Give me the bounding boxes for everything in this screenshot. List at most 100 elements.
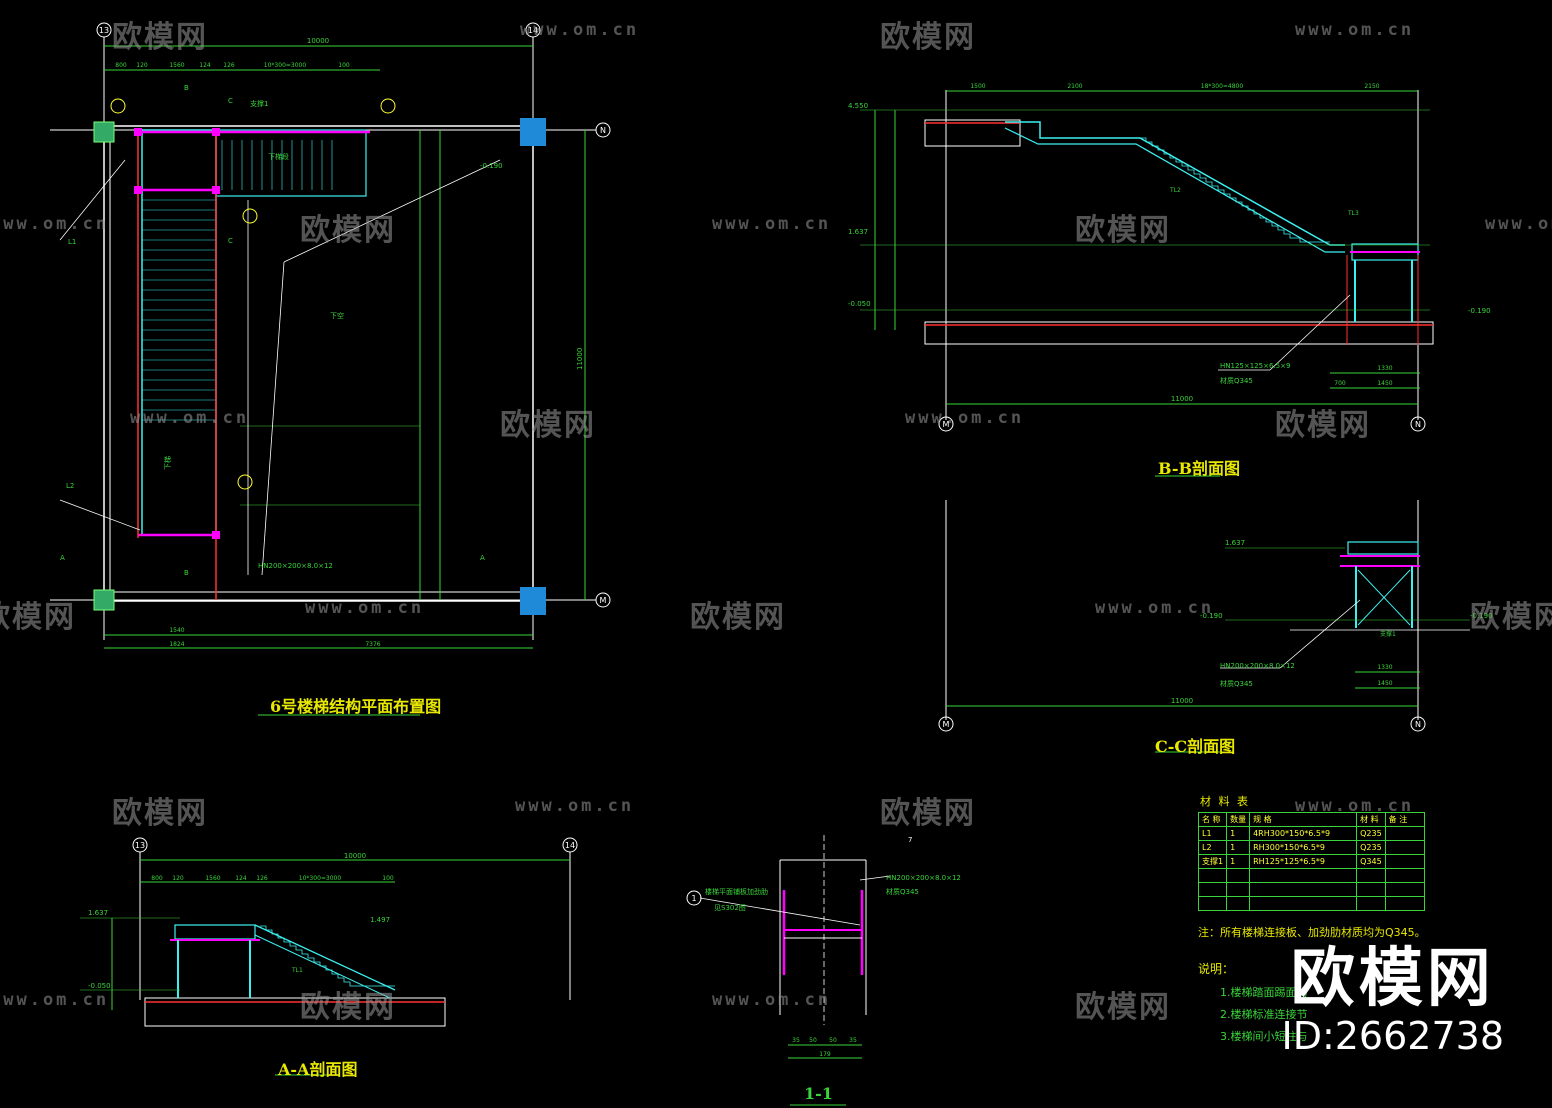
svg-text:13: 13 <box>135 841 145 850</box>
svg-text:-0.050: -0.050 <box>88 982 111 990</box>
svg-text:L1: L1 <box>68 238 76 246</box>
section-cc-title: C-C剖面图 <box>1155 737 1236 756</box>
svg-text:材质Q345: 材质Q345 <box>1220 679 1253 688</box>
watermark-url: www.om.cn <box>1095 598 1215 618</box>
watermark-logo: 欧模网 <box>1075 990 1171 1025</box>
svg-text:124: 124 <box>199 62 211 69</box>
svg-text:4.550: 4.550 <box>848 102 868 110</box>
svg-text:1500: 1500 <box>970 83 985 90</box>
svg-text:C: C <box>228 97 233 105</box>
svg-text:11000: 11000 <box>576 348 584 370</box>
watermark-logo: 欧模网 <box>0 600 76 635</box>
svg-text:1.497: 1.497 <box>370 916 390 924</box>
svg-text:支撑1: 支撑1 <box>250 99 268 108</box>
svg-text:B: B <box>184 84 189 92</box>
svg-text:1: 1 <box>691 894 696 903</box>
watermark-logo: 欧模网 <box>300 990 396 1025</box>
brand-stamp: 欧模网 ID:2662738 <box>1281 944 1504 1058</box>
svg-text:见S302图: 见S302图 <box>714 904 746 912</box>
svg-text:A: A <box>480 554 485 562</box>
svg-text:N: N <box>1415 420 1421 429</box>
svg-text:-0.190: -0.190 <box>1468 307 1491 315</box>
svg-text:100: 100 <box>382 875 394 882</box>
table-header-row: 名 称 数量 规 格 材 料 备 注 <box>1197 812 1425 827</box>
svg-text:100: 100 <box>338 62 350 69</box>
svg-text:HN200×200×8.0×12: HN200×200×8.0×12 <box>258 562 333 570</box>
svg-text:L2: L2 <box>66 482 74 490</box>
svg-text:1330: 1330 <box>1377 365 1392 372</box>
watermark-url: www.om.cn <box>712 214 832 234</box>
svg-text:B: B <box>184 569 189 577</box>
svg-text:A: A <box>60 554 65 562</box>
svg-text:-0.190: -0.190 <box>1200 612 1223 620</box>
watermark-url: www.om.cn <box>1295 796 1415 816</box>
svg-text:120: 120 <box>172 875 184 882</box>
axis-m-bubble: M <box>50 592 611 608</box>
section-bb-view: M N 11000 1500 2100 18*300=4800 2150 4.5… <box>848 83 1491 477</box>
svg-text:-0.190: -0.190 <box>480 162 503 170</box>
svg-text:124: 124 <box>235 875 247 882</box>
svg-text:下梯: 下梯 <box>163 456 172 470</box>
svg-text:800: 800 <box>151 875 163 882</box>
svg-text:材质Q345: 材质Q345 <box>886 887 919 896</box>
svg-text:10*300=3000: 10*300=3000 <box>264 62 307 69</box>
svg-text:HN125×125×6.5×9: HN125×125×6.5×9 <box>1220 362 1290 370</box>
svg-text:10000: 10000 <box>344 852 366 860</box>
svg-text:14: 14 <box>528 26 538 35</box>
svg-text:126: 126 <box>223 62 235 69</box>
svg-text:1540: 1540 <box>169 627 184 634</box>
table-row <box>1197 882 1425 897</box>
watermark-url: www.om.cn <box>0 214 110 234</box>
watermark-url: www.om.cn <box>712 990 832 1010</box>
watermark-url: www.om.cn <box>0 990 110 1010</box>
section-bb-title: B-B剖面图 <box>1158 459 1240 478</box>
svg-text:M: M <box>600 596 607 605</box>
material-table-title: 材 料 表 <box>1200 795 1250 808</box>
explain-item-2: 2.楼梯标准连接节 <box>1220 1008 1308 1021</box>
svg-text:TL3: TL3 <box>1347 210 1359 217</box>
svg-text:7: 7 <box>908 836 912 844</box>
svg-text:1330: 1330 <box>1377 664 1392 671</box>
svg-text:下梯段: 下梯段 <box>268 152 289 161</box>
explain-item-3: 3.楼梯间小短柱与 <box>1220 1030 1308 1043</box>
explain-title: 说明： <box>1198 962 1235 976</box>
svg-text:1.637: 1.637 <box>88 909 108 917</box>
detail-1-1-title: 1-1 <box>804 1084 833 1103</box>
watermark-url: www.om.cn <box>1295 20 1415 40</box>
watermark-logo: 欧模网 <box>690 600 786 635</box>
watermark-url: www.om.cn <box>520 20 640 40</box>
watermark-logo: 欧模网 <box>1470 600 1552 635</box>
svg-text:材质Q345: 材质Q345 <box>1220 376 1253 385</box>
svg-text:1450: 1450 <box>1377 380 1392 387</box>
svg-text:10*300=3000: 10*300=3000 <box>299 875 342 882</box>
stair-treads <box>142 140 333 421</box>
svg-text:126: 126 <box>256 875 268 882</box>
svg-text:1.637: 1.637 <box>1225 539 1245 547</box>
svg-text:50: 50 <box>829 1037 837 1044</box>
svg-text:13: 13 <box>99 26 109 35</box>
column-marker <box>520 118 546 146</box>
svg-text:C: C <box>228 237 233 245</box>
svg-text:TL1: TL1 <box>291 967 303 974</box>
svg-text:-0.190: -0.190 <box>1470 612 1493 620</box>
svg-text:1560: 1560 <box>169 62 184 69</box>
svg-text:下空: 下空 <box>330 311 344 320</box>
dim-total-top: 10000 <box>307 37 329 45</box>
svg-text:N: N <box>600 126 606 135</box>
watermark-url: www.om.cn <box>515 796 635 816</box>
watermark-url: www.om.cn <box>305 598 425 618</box>
svg-text:7376: 7376 <box>365 641 380 648</box>
watermark-url: www.om.cn <box>1485 214 1552 234</box>
section-aa-title: A-A剖面图 <box>278 1060 358 1079</box>
svg-text:11000: 11000 <box>1171 697 1193 705</box>
svg-text:N: N <box>1415 720 1421 729</box>
detail-1-1-view: 1 楼梯平面铺板加劲肋 见S302图 HN200×200×8.0×12 材质Q3… <box>686 835 961 1106</box>
svg-text:2150: 2150 <box>1364 83 1379 90</box>
svg-text:2100: 2100 <box>1067 83 1082 90</box>
svg-text:11000: 11000 <box>1171 395 1193 403</box>
brand-logo: 欧模网 <box>1290 942 1495 1016</box>
steel-note: 注：所有楼梯连接板、加劲肋材质均为Q345。 <box>1198 926 1426 939</box>
